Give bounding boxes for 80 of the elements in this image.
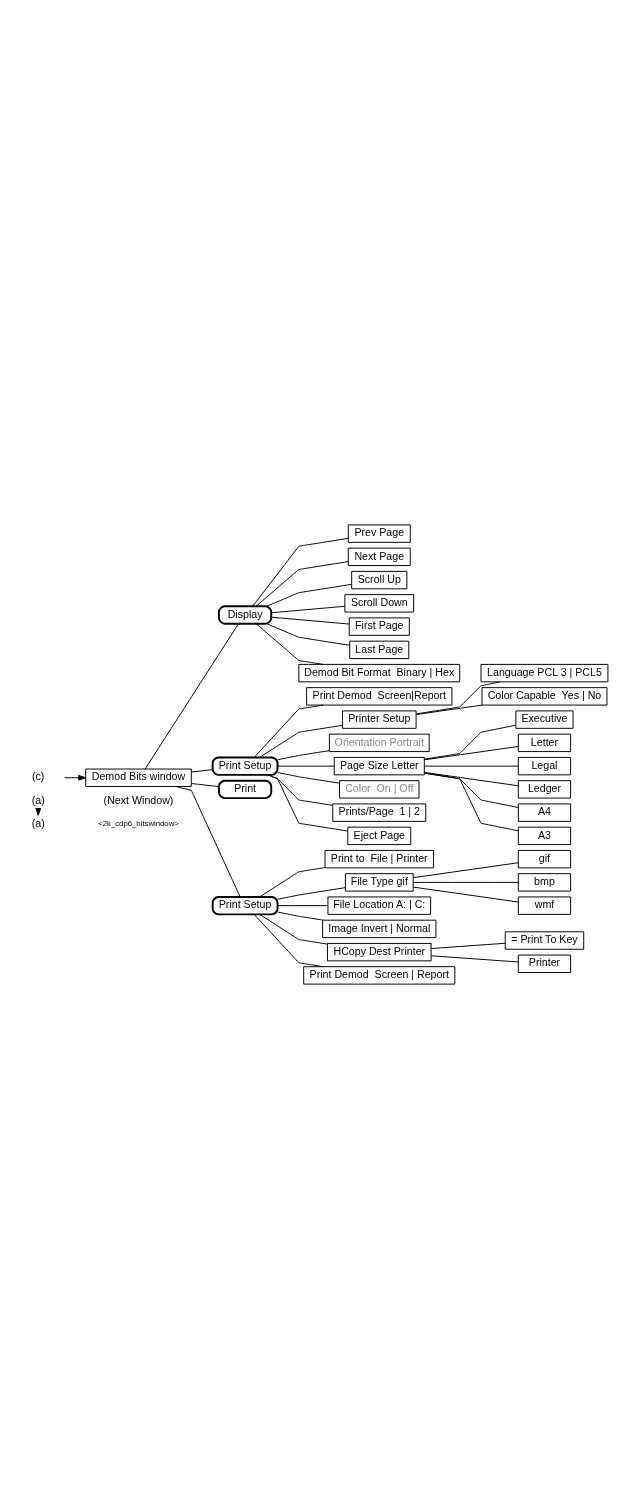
connector <box>430 942 506 949</box>
connector <box>253 704 324 758</box>
node-box: wmf <box>517 896 572 915</box>
node-box: Language PCL 3 | PCL5 <box>480 663 609 683</box>
connector <box>412 881 519 883</box>
node-box: Demod Bit Format Binary | Hex <box>298 663 461 683</box>
node-box: Prev Page <box>347 524 411 543</box>
node-box: Demod Bits window <box>85 768 192 787</box>
node-box: gif <box>517 849 572 869</box>
node-box: Print Setup <box>211 756 279 776</box>
node-text: (c) <box>32 770 45 783</box>
node-box: Printer Setup <box>341 710 417 729</box>
connector <box>423 746 519 761</box>
connector <box>424 724 517 760</box>
node-box: Executive <box>515 710 574 729</box>
connector <box>255 561 349 607</box>
connector <box>423 765 519 767</box>
connector <box>424 772 519 832</box>
connector <box>253 914 324 968</box>
connector <box>277 765 335 767</box>
node-text: (a) <box>31 793 45 806</box>
connector <box>277 887 346 900</box>
connector <box>277 750 330 761</box>
node-box: Scroll Up <box>351 570 408 590</box>
node-box: Letter <box>517 733 572 753</box>
node-box: Scroll Down <box>344 594 415 613</box>
connector <box>424 772 519 808</box>
connector <box>277 905 329 907</box>
node-box: HCopy Dest Printer <box>326 942 432 962</box>
connector <box>423 771 519 787</box>
connector <box>144 623 239 770</box>
connector <box>416 704 483 715</box>
connector <box>271 616 350 625</box>
node-box: Color Capable Yes | No <box>481 687 608 706</box>
node-box: Print Setup <box>211 895 279 916</box>
node-box: A3 <box>517 826 572 846</box>
connector <box>266 583 352 607</box>
node-box: File Location A: | C: <box>327 896 432 915</box>
node-box: Ledger <box>517 780 572 799</box>
connector <box>191 769 213 773</box>
connector <box>175 786 241 898</box>
connector <box>259 867 326 898</box>
connector <box>267 774 348 832</box>
node-box: Last Page <box>349 640 410 660</box>
arrow <box>64 774 86 781</box>
node-box: bmp <box>517 873 572 892</box>
node-box: Page Size Letter <box>333 756 425 776</box>
connector <box>259 913 328 945</box>
node-text: (a) <box>31 816 45 829</box>
node-box: Print Demod Screen|Report <box>306 687 453 706</box>
connector <box>255 623 324 665</box>
connector <box>415 681 501 715</box>
node-box: A4 <box>517 803 572 822</box>
node-box: Display <box>217 605 273 625</box>
node-box: Print to File | Printer <box>324 849 434 869</box>
node-box: Print <box>217 779 273 800</box>
node-box: Prints/Page 1 | 2 <box>332 803 427 822</box>
node-box: First Page <box>348 617 410 636</box>
node-box: Orientation Portrait <box>328 733 430 753</box>
node-box: Next Page <box>347 547 411 567</box>
node-box: File Type gif <box>344 873 414 892</box>
node-box: = Print To Key <box>504 931 585 950</box>
label: <2k_cdp6_bitswindow> <box>98 819 179 829</box>
connector <box>191 783 220 788</box>
node-box: Color On | Off <box>339 780 420 799</box>
node-box: Printer <box>517 954 572 973</box>
connector <box>412 886 519 903</box>
node-box: Eject Page <box>347 826 412 846</box>
connector <box>412 862 519 879</box>
connector <box>252 537 349 607</box>
connector <box>266 623 351 646</box>
connector <box>277 911 324 921</box>
connector <box>277 772 340 784</box>
connector <box>259 724 343 758</box>
connector <box>271 605 346 614</box>
connector <box>430 955 519 963</box>
node-box: Image Invert | Normal <box>322 919 437 939</box>
node-label: (Next Window) <box>103 793 174 806</box>
node-box: Print Demod Screen | Report <box>303 966 456 985</box>
node-box: Legal <box>517 756 572 776</box>
